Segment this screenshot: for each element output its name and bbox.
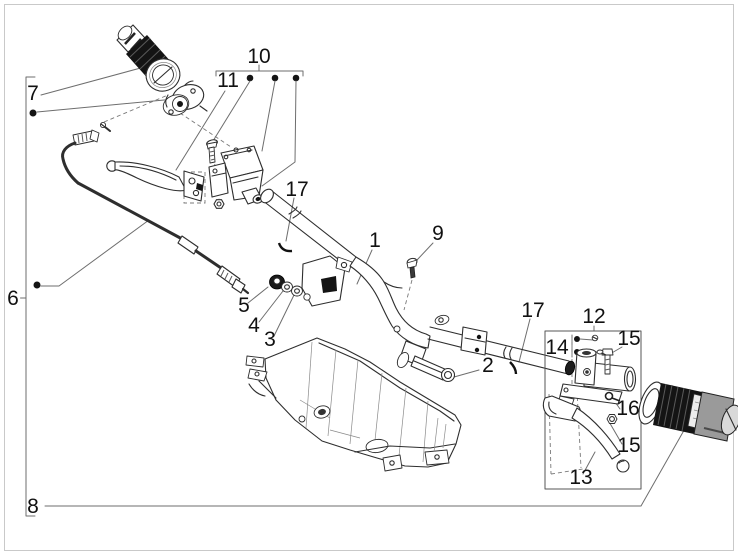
callout-17-left: 17 [285,178,308,201]
callout-15-lower: 15 [617,434,640,457]
spring-16 [604,391,614,401]
bullet-cable [33,281,41,289]
callouts: 7 6 8 10 11 17 1 9 5 4 3 2 17 12 14 15 1… [7,45,641,518]
callout-5: 5 [238,294,250,317]
headlight-support-frame [245,337,462,472]
front-master-cylinder [206,139,264,209]
leader-8 [44,417,692,507]
callout-15-upper: 15 [617,327,640,350]
throttle-grip [116,24,181,92]
callout-4: 4 [248,314,260,337]
callout-16: 16 [616,397,639,420]
throttle-control-housing [162,80,208,116]
rear-brake-lever-assembly [542,334,637,473]
nut-15 [606,414,618,424]
callout-1: 1 [369,229,381,252]
callout-10: 10 [247,45,270,68]
callout-17-right: 17 [521,299,544,322]
handlebar [260,188,576,376]
throttle-cable [61,121,250,295]
left-callout-bracket [25,76,36,517]
callout-6: 6 [7,287,19,310]
screw-9 [406,257,418,279]
callout-3: 3 [264,328,276,351]
bullet-throttle-housing [29,109,37,117]
page-border [4,4,734,551]
callout-14: 14 [545,336,569,359]
callout-8: 8 [27,495,39,518]
callout-2: 2 [482,354,494,377]
callout-12: 12 [582,305,605,328]
retaining-clip-left [277,242,293,253]
callout-9: 9 [432,222,444,245]
front-brake-lever [106,160,205,202]
callout-11: 11 [217,69,239,92]
callout-13: 13 [569,466,592,489]
retaining-clip-right [509,361,518,375]
spacer-and-washers [269,274,303,297]
callout-7: 7 [27,82,39,105]
stud-pin-2 [410,355,456,383]
left-grip [638,381,738,442]
